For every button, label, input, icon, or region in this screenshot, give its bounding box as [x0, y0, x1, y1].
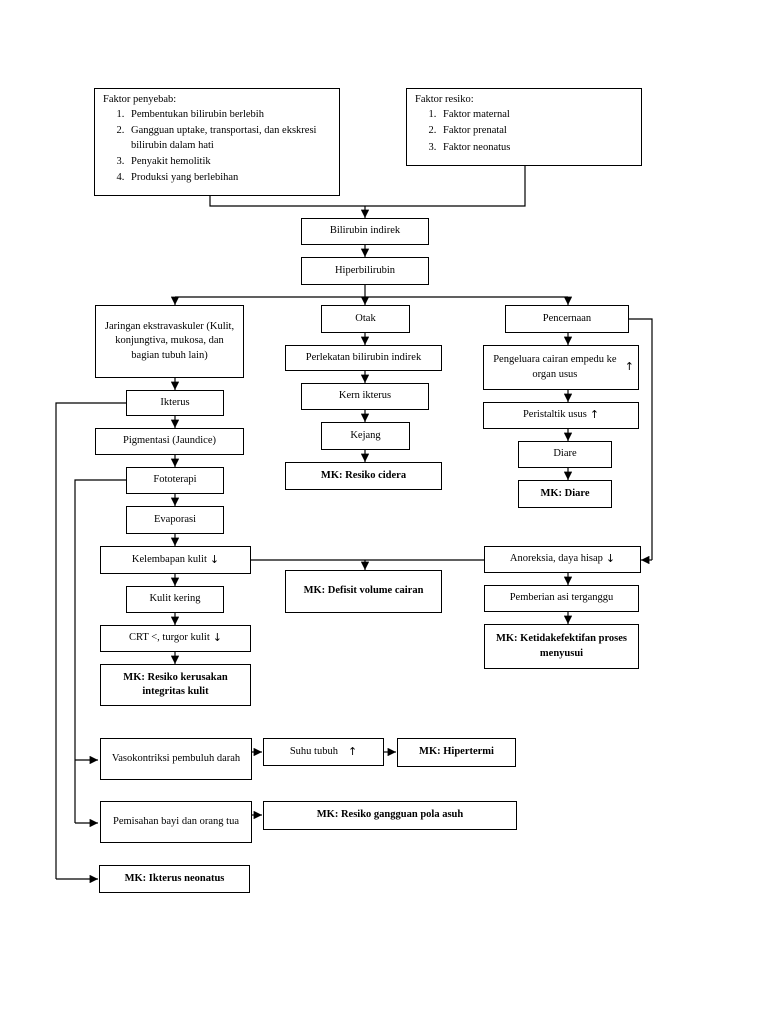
node-mk-gangguan-pola-asuh: MK: Resiko gangguan pola asuh	[263, 801, 517, 830]
node-label: MK: Resiko gangguan pola asuh	[316, 809, 464, 821]
node-label: Peristaltik usus	[522, 409, 587, 421]
node-label: MK: Ikterus neonatus	[124, 872, 225, 884]
node-label: Kulit kering	[149, 593, 201, 605]
node-perlekatan: Perlekatan bilirubin indirek	[285, 345, 442, 371]
faktor-resiko-item: Faktor neonatus	[439, 141, 633, 155]
node-mk-defisit-volume-cairan: MK: Defisit volume cairan	[285, 570, 442, 613]
node-kern-ikterus: Kern ikterus	[301, 383, 429, 410]
faktor-resiko-item: Faktor prenatal	[439, 124, 633, 138]
faktor-resiko-box: Faktor resiko: Faktor maternal Faktor pr…	[406, 88, 642, 166]
node-suhu-tubuh: Suhu tubuh ↑	[263, 738, 384, 766]
node-mk-diare: MK: Diare	[518, 480, 612, 508]
arrow-down-icon: ↓	[209, 552, 220, 566]
node-label: Hiperbilirubin	[334, 264, 396, 276]
faktor-penyebab-item: Produksi yang berlebihan	[127, 171, 331, 185]
node-label: Anoreksia, daya hisap	[509, 553, 603, 565]
node-crt-turgor: CRT <, turgor kulit ↓	[100, 625, 251, 652]
node-mk-kerusakan-integritas: MK: Resiko kerusakan integritas kulit	[100, 664, 251, 706]
node-evaporasi: Evaporasi	[126, 506, 224, 534]
node-label: Bilirubin indirek	[329, 225, 401, 237]
node-peristaltik-usus: Peristaltik usus ↑	[483, 402, 639, 429]
node-pemisahan-bayi: Pemisahan bayi dan orang tua	[100, 801, 252, 843]
node-label: Otak	[355, 312, 376, 324]
node-label: MK: Resiko cidera	[320, 469, 407, 481]
arrow-down-icon: ↓	[605, 552, 616, 566]
node-ikterus: Ikterus	[126, 390, 224, 416]
arrow-up-icon: ↑	[347, 744, 358, 758]
node-label: MK: Ketidakefektifan proses menyusui	[495, 633, 628, 659]
node-jaringan-ekstravaskuler: Jaringan ekstravaskuler (Kulit, konjungt…	[95, 305, 244, 378]
arrow-up-icon: ↑	[589, 408, 600, 422]
node-kelembapan-kulit: Kelembapan kulit ↓	[100, 546, 251, 574]
node-label: Kejang	[350, 429, 381, 441]
node-otak: Otak	[321, 305, 410, 333]
node-anoreksia: Anoreksia, daya hisap ↓	[484, 546, 641, 573]
faktor-resiko-item: Faktor maternal	[439, 108, 633, 122]
node-diare: Diare	[518, 441, 612, 468]
node-bilirubin-indirek: Bilirubin indirek	[301, 218, 429, 245]
node-label: Vasokontriksi pembuluh darah	[111, 752, 241, 764]
node-label: Kelembapan kulit	[131, 553, 207, 565]
arrow-down-icon: ↓	[212, 631, 222, 645]
node-label: Evaporasi	[154, 513, 196, 525]
faktor-penyebab-item: Pembentukan bilirubin berlebih	[127, 108, 331, 122]
node-vasokontriksi: Vasokontriksi pembuluh darah	[100, 738, 252, 780]
faktor-resiko-title: Faktor resiko:	[415, 94, 474, 105]
node-label: Pengeluara cairan empedu ke organ usus	[493, 354, 617, 380]
node-pemberian-asi: Pemberian asi terganggu	[484, 585, 639, 612]
node-label: Pemisahan bayi dan orang tua	[113, 815, 239, 827]
node-label: Diare	[553, 448, 577, 460]
node-label: Suhu tubuh	[289, 745, 338, 757]
node-mk-ketidakefektifan-menyusui: MK: Ketidakefektifan proses menyusui	[484, 624, 639, 669]
node-label: Perlekatan bilirubin indirek	[305, 351, 422, 363]
node-pencernaan: Pencernaan	[505, 305, 629, 333]
node-label: CRT <, turgor kulit	[129, 632, 210, 644]
faktor-penyebab-item: Penyakit hemolitik	[127, 155, 331, 169]
node-pigmentasi: Pigmentasi (Jaundice)	[95, 428, 244, 455]
node-label: MK: Diare	[540, 487, 590, 499]
node-label: Pencernaan	[542, 312, 592, 324]
faktor-penyebab-box: Faktor penyebab: Pembentukan bilirubin b…	[94, 88, 340, 196]
node-kejang: Kejang	[321, 422, 410, 450]
node-label: Jaringan ekstravaskuler (Kulit, konjungt…	[104, 321, 235, 361]
node-pengeluaran-cairan-empedu: Pengeluara cairan empedu ke organ usus ↑	[483, 345, 639, 390]
node-fototerapi: Fototerapi	[126, 467, 224, 494]
node-kulit-kering: Kulit kering	[126, 586, 224, 613]
node-label: Pigmentasi (Jaundice)	[122, 435, 217, 447]
node-mk-hipertermi: MK: Hipertermi	[397, 738, 516, 767]
node-label: Fototerapi	[153, 474, 197, 486]
node-mk-ikterus-neonatus: MK: Ikterus neonatus	[99, 865, 250, 893]
node-mk-resiko-cidera: MK: Resiko cidera	[285, 462, 442, 490]
node-label: MK: Defisit volume cairan	[303, 585, 424, 597]
node-label: Pemberian asi terganggu	[509, 592, 614, 604]
node-hiperbilirubin: Hiperbilirubin	[301, 257, 429, 285]
faktor-penyebab-title: Faktor penyebab:	[103, 94, 177, 105]
node-label: Kern ikterus	[338, 390, 392, 402]
faktor-penyebab-item: Gangguan uptake, transportasi, dan ekskr…	[127, 124, 331, 152]
node-label: Ikterus	[160, 396, 190, 408]
node-label: MK: Hipertermi	[419, 746, 494, 758]
arrow-up-icon: ↑	[624, 360, 634, 374]
node-label: MK: Resiko kerusakan integritas kulit	[123, 671, 228, 697]
